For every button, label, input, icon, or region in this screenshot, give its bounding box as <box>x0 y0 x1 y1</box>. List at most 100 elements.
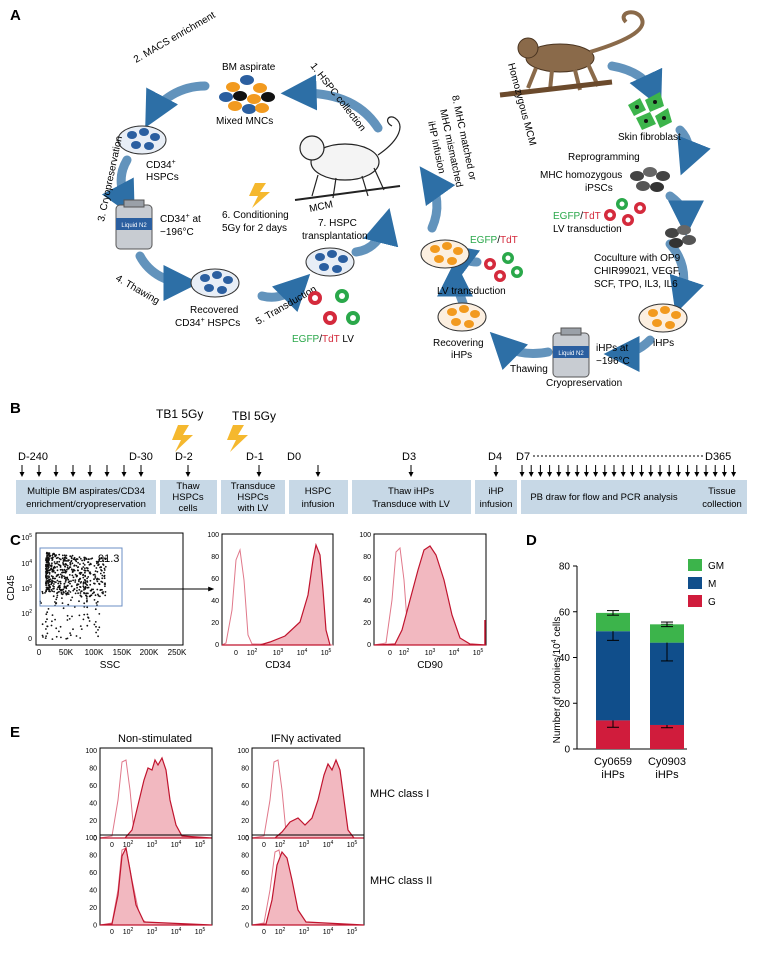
bm-aspirate-text: BM aspirate <box>222 62 276 73</box>
scatter-dot <box>65 578 67 581</box>
e-xtick-label: 103 <box>299 927 310 936</box>
egfp-tdt-lv-text: EGFP/TdT LV <box>292 334 354 345</box>
e-ytick-label: 0 <box>245 836 249 843</box>
scatter-dot <box>66 568 68 571</box>
reprogramming-text: Reprogramming <box>568 152 640 163</box>
e-hist-nonstim-mhc1-stained <box>100 756 213 839</box>
scatter-dot <box>51 638 54 640</box>
timeline-arrow <box>408 465 414 477</box>
scatter-dot <box>66 577 69 580</box>
e-ytick-label: 0 <box>245 923 249 930</box>
e-ytick-label: 0 <box>93 836 97 843</box>
scatter-dot <box>87 561 90 563</box>
box-ihp-infusion-text2: infusion <box>480 499 513 510</box>
scatter-dot <box>78 556 81 559</box>
scatter-dot <box>57 556 59 559</box>
scatter-dot <box>71 574 74 577</box>
day-d0: D0 <box>287 451 301 463</box>
svg-text:0: 0 <box>367 642 371 649</box>
legend-gm: GM <box>708 561 724 572</box>
panel-b-label: B <box>10 400 21 417</box>
scatter-dot <box>65 554 68 557</box>
e-xtick-label: 105 <box>347 840 358 849</box>
recovering-text: Recovering <box>433 338 484 349</box>
e-xtick-label: 102 <box>123 840 134 849</box>
timeline-arrow <box>547 465 553 477</box>
scatter-dot <box>79 625 82 627</box>
cd90-hist-yticks: 0 20 40 60 80 100 <box>359 532 371 649</box>
step7-text: 7. HSPC <box>318 218 357 229</box>
scatter-gate <box>39 547 123 607</box>
d-ytick-label: 40 <box>559 653 571 664</box>
cryopreservation-text: Cryopreservation <box>546 378 622 389</box>
scatter-dot <box>97 561 99 564</box>
arrow-reprog <box>675 125 711 176</box>
scatter-dot <box>75 564 78 567</box>
svg-text:40: 40 <box>363 598 371 605</box>
scatter-dot <box>95 602 98 604</box>
d-ytick-label: 80 <box>559 562 571 573</box>
svg-text:20: 20 <box>211 620 219 627</box>
e-ytick-label: 100 <box>237 748 249 755</box>
scatter-dot <box>54 555 57 558</box>
legend-g: G <box>708 597 716 608</box>
recovered-text2: CD34+ HSPCs <box>175 317 240 329</box>
scatter-dot <box>76 586 78 589</box>
scatter-dot <box>82 583 85 585</box>
scatter-dot <box>53 583 55 585</box>
scatter-dot <box>103 577 106 580</box>
scatter-dot <box>94 577 97 579</box>
scatter-dot <box>86 586 89 589</box>
scatter-dot <box>41 623 44 626</box>
scatter-dot <box>44 592 46 594</box>
scatter-dot <box>101 577 104 580</box>
svg-text:103: 103 <box>425 648 436 657</box>
scatter-dot <box>70 556 73 558</box>
scatter-dot <box>46 625 49 628</box>
timeline-arrow <box>574 465 580 477</box>
scatter-dot <box>53 581 56 583</box>
scatter-dot <box>71 571 74 573</box>
scatter-dot <box>104 585 106 588</box>
cd34-at-text: CD34+ at <box>160 213 201 225</box>
e-ytick-label: 20 <box>241 905 249 912</box>
scatter-dot <box>48 552 51 555</box>
e-ytick-label: 60 <box>241 783 249 790</box>
timeline-arrow <box>256 465 262 477</box>
scatter-dot <box>74 581 77 583</box>
scatter-dot <box>96 580 99 583</box>
scatter-dot <box>69 555 72 558</box>
svg-text:0: 0 <box>28 636 32 643</box>
scatter-dot <box>66 619 69 621</box>
scatter-dot <box>51 614 54 616</box>
scatter-dot <box>50 567 52 570</box>
scatter-dot <box>71 596 74 599</box>
scatter-dot <box>52 575 54 578</box>
day-d-1: D-1 <box>246 451 264 463</box>
timeline-arrow <box>629 465 635 477</box>
scatter-dot <box>54 571 57 574</box>
mhc-homo-text1: MHC homozygous <box>540 170 622 181</box>
scatter-dot <box>79 571 82 574</box>
d-cat2-a: Cy0903 <box>648 756 686 768</box>
scatter-dot <box>83 559 86 562</box>
scatter-dot <box>49 554 51 557</box>
panel-a-label: A <box>10 7 21 24</box>
scatter-dot <box>77 561 79 564</box>
scatter-dot <box>68 618 71 620</box>
scatter-dot <box>76 583 79 586</box>
scatter-dot <box>94 608 97 611</box>
e-hist-ifng-mhc2-stained <box>251 850 365 926</box>
scatter-dot <box>70 560 73 563</box>
skin-fibroblast-cells <box>628 92 672 130</box>
scatter-dot <box>62 560 65 562</box>
scatter-dot <box>63 571 65 574</box>
scatter-dot <box>82 574 84 577</box>
scatter-dot <box>83 613 86 616</box>
scatter-dot <box>59 580 62 583</box>
timeline-arrow <box>70 465 76 477</box>
scatter-dot <box>61 575 63 578</box>
scatter-dot <box>76 575 78 577</box>
